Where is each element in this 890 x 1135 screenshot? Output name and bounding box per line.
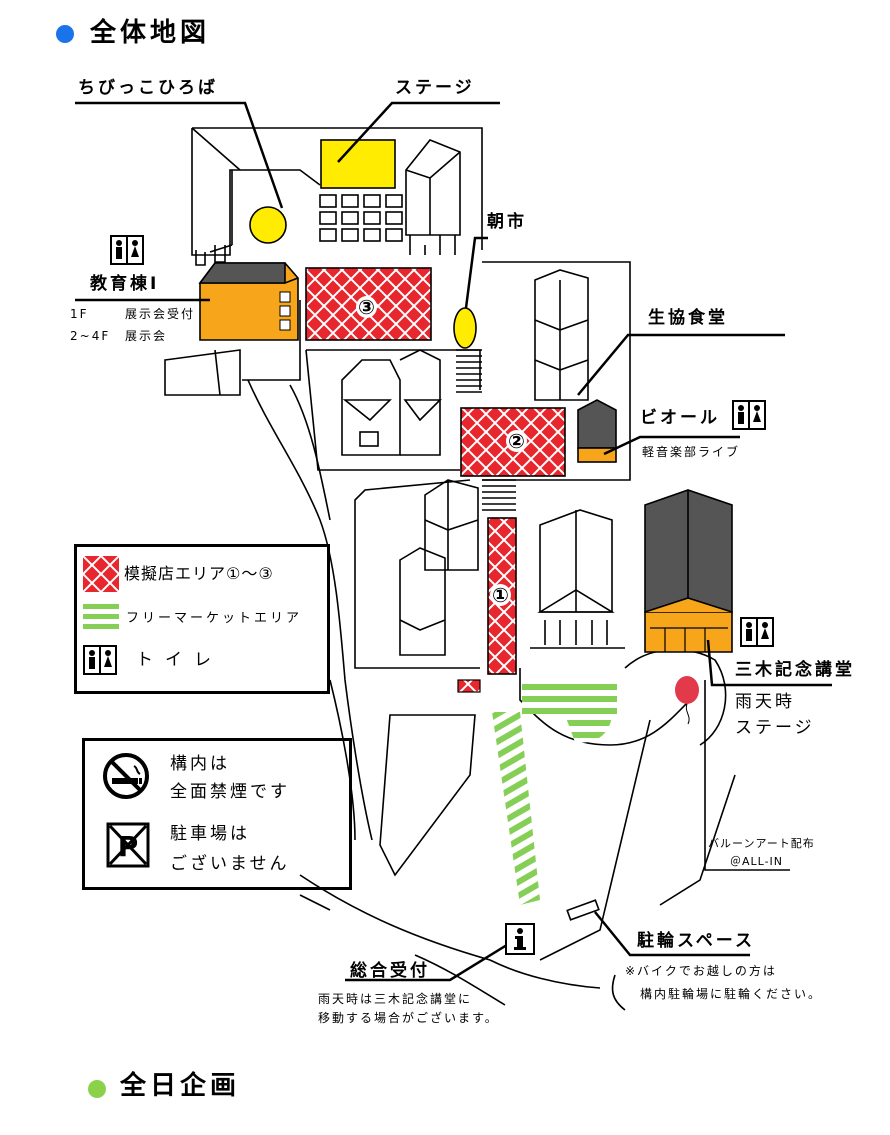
kyoiku-1f-desc: 展示会受付 [125,307,196,321]
label-rain-stage-1: 雨天時 [735,692,795,712]
toilet-icon-biol [732,400,766,434]
churin-note-1: ※バイクでお越しの方は [625,964,777,978]
label-churin: 駐輪スペース [637,931,755,951]
zone-3-number: ③ [356,295,377,319]
legend-box [74,544,330,694]
no-smoking-icon [102,752,150,804]
label-biol: ビオール [640,408,720,428]
no-smoking-line-1: 構内は [170,754,230,774]
label-stage: ステージ [395,78,475,98]
program-heading: 全日企画 [120,1071,241,1101]
toilet-icon-miki [740,617,774,651]
label-sogo: 総合受付 [350,961,430,981]
legend-market-label: フリーマーケットエリア [126,611,303,626]
program-heading-dot [88,1080,106,1098]
no-parking-line-1: 駐車場は [170,824,250,844]
churin-note-2: 構内駐輪場に駐輪ください。 [640,987,823,1001]
kyoiku-24f-floor: 2~4F [70,329,111,343]
no-smoking-line-2: 全面禁煙です [170,782,290,802]
map-heading: 全体地図 [90,18,211,48]
label-balloon-1: バルーンアート配布 [708,837,815,850]
zone-2-number: ② [506,429,527,453]
zone-1-number: ① [490,583,511,607]
sogo-note-1: 雨天時は三木記念講堂に [318,992,473,1006]
label-asaichi: 朝市 [487,212,527,232]
label-kyoiku: 教育棟Ⅰ [90,274,160,294]
no-parking-icon: P [106,822,150,872]
label-rain-stage-2: ステージ [735,718,815,738]
label-seikyo: 生協食堂 [648,308,728,328]
sogo-note-2: 移動する場合がございます。 [318,1011,499,1025]
label-miki: 三木記念講堂 [735,660,855,680]
legend-toilet-icon [83,644,117,680]
legend-toilet-label: トイレ [136,650,223,670]
notice-box [82,738,352,890]
legend-stalls-label: 模擬店エリア①～③ [124,564,274,583]
label-balloon-2: ＠ALL-IN [730,855,784,868]
map-heading-dot [56,25,74,43]
kyoiku-1f-floor: 1F [70,307,89,321]
label-biol-sub: 軽音楽部ライブ [642,445,741,459]
kyoiku-24f-desc: 展示会 [125,329,168,343]
no-parking-line-2: ございません [170,854,290,874]
label-chibikko: ちびっこひろば [78,78,218,98]
info-icon [505,923,535,959]
legend-market-swatch [83,604,119,632]
toilet-icon [110,235,144,269]
legend-stalls-swatch [83,556,119,592]
